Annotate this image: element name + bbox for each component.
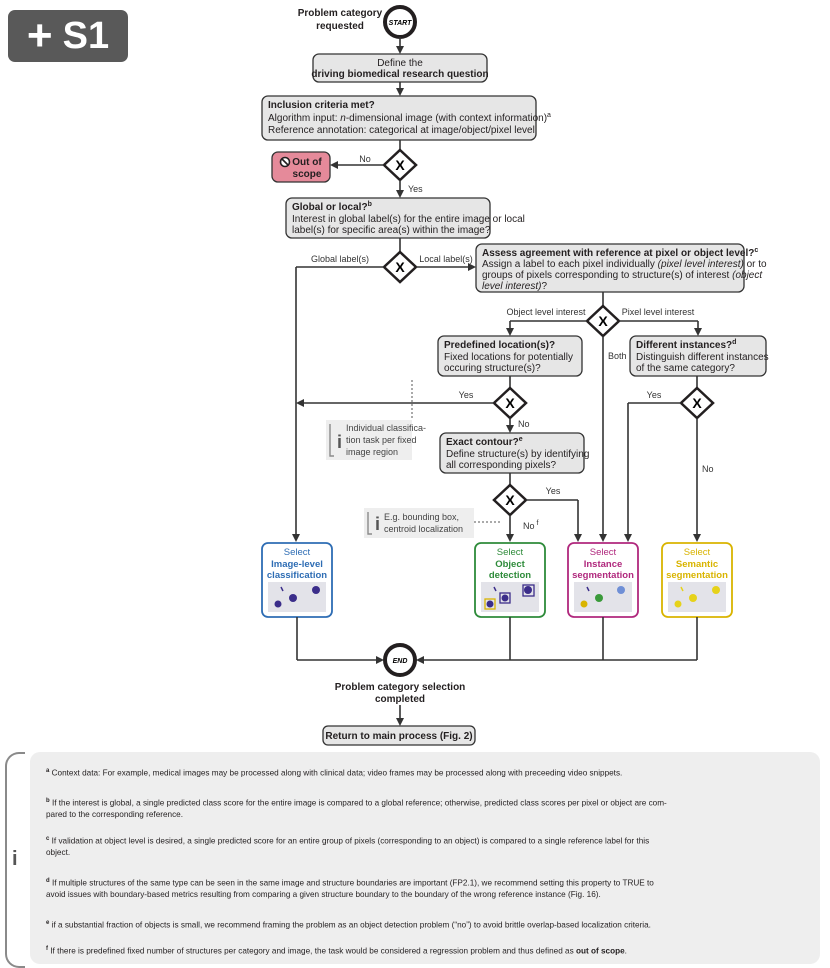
task4-name1: Semantic [676,559,718,570]
info-icon: i [337,432,342,452]
task3-name1: Instance [584,559,623,570]
predefined-line2: occuring structure(s)? [444,363,541,374]
footnote-b: b If the interest is global, a single pr… [46,798,667,819]
exact-contour-box [439,432,585,474]
edge-no-1: No [359,154,371,164]
x-icon: X [598,313,608,329]
edge-yes-predef: Yes [459,390,474,400]
footnote-c: c If validation at object level is desir… [46,836,650,857]
footnote-f: f If there is predefined fixed number of… [46,946,627,956]
requested-label-2: requested [316,21,364,32]
edge-no-predef: No [518,419,530,429]
task3-name2: segmentation [572,570,634,581]
global-or-local-box [285,197,491,239]
footnote-e: e if a substantial fraction of objects i… [46,920,651,930]
info-box-2 [364,508,474,538]
x-icon: X [395,157,405,173]
assess-line3: level interest)? [482,281,547,292]
task4-select: Select [684,547,711,558]
edge-yes-exact: Yes [546,486,561,496]
task2-name1: Object [495,559,525,570]
inclusion-criteria-box [261,95,537,141]
define-line2: driving biomedical research question [311,69,488,80]
different-line2: of the same category? [636,363,735,374]
edge-pixel-level: Pixel level interest [622,307,695,317]
x-icon: X [505,395,515,411]
x-icon: X [692,395,702,411]
end-node [383,643,417,677]
footnotes-panel [30,752,820,964]
out-of-scope-line2: scope [293,169,322,180]
info2-line1: E.g. bounding box, [384,512,459,522]
edge-yes-1: Yes [408,184,423,194]
exact-title: Exact contour?e [446,436,523,448]
plus-icon: + [26,11,53,60]
exact-line1: Define structure(s) by identifying [446,449,589,460]
task-image-level-classification: Select Image-level classification [261,542,333,618]
assess-line1: Assign a label to each pixel individuall… [482,259,767,270]
global-local-title: Global or local?b [292,201,372,213]
info-icon: i [375,514,380,534]
completed-line2: completed [375,694,425,705]
different-instances-box [629,335,767,377]
task1-name1: Image-level [271,559,323,570]
assess-title: Assess agreement with reference at pixel… [482,247,758,259]
info1-line3: image region [346,447,398,457]
inclusion-line1: Algorithm input: n-dimensional image (wi… [268,112,551,124]
different-line1: Distinguish different instances [636,352,769,363]
predefined-line1: Fixed locations for potentially [444,352,573,363]
edge-yes-diff: Yes [647,390,662,400]
edge-local-labels: Local label(s) [419,254,473,264]
footnote-d: d If multiple structures of the same typ… [46,878,654,899]
edge-no-diff: No [702,464,714,474]
global-local-line2: label(s) for specific area(s) within the… [292,225,491,236]
decision-diamond-2 [382,250,418,284]
task1-select: Select [284,547,311,558]
task2-select: Select [497,547,524,558]
exact-line2: all corresponding pixels? [446,460,557,471]
define-line1: Define the [377,58,423,69]
assess-agreement-box [475,243,745,293]
return-label: Return to main process (Fig. 2) [325,731,472,742]
task3-select: Select [590,547,617,558]
requested-label: Problem category [298,8,383,19]
assess-line2: groups of pixels corresponding to struct… [482,270,763,281]
edge-object-level: Object level interest [506,307,586,317]
edge-both: Both [608,351,627,361]
task-object-detection: Select Object detection [474,542,546,618]
out-of-scope-line1: Out of [292,157,322,168]
edge-global-labels: Global label(s) [311,254,369,264]
end-label: END [393,658,408,665]
inclusion-title: Inclusion criteria met? [268,100,375,111]
x-icon: X [505,492,515,508]
task2-name2: detection [489,570,531,581]
task4-name2: segmentation [666,570,728,581]
predefined-title: Predefined location(s)? [444,340,555,351]
task1-name2: classification [267,570,327,581]
completed-line1: Problem category selection [335,682,466,693]
x-icon: X [395,259,405,275]
different-title: Different instances?d [636,339,736,351]
supplement-badge: + S1 [8,10,128,62]
inclusion-line2: Reference annotation: categorical at ima… [268,125,535,136]
info1-line2: tion task per fixed [346,435,417,445]
task-instance-segmentation: Select Instance segmentation [567,542,639,618]
start-label: START [389,20,412,27]
info2-line2: centroid localization [384,524,463,534]
task-semantic-segmentation: Select Semantic segmentation [661,542,733,618]
return-main-process-box [322,725,476,746]
global-local-line1: Interest in global label(s) for the enti… [292,214,525,225]
footnotes-bracket [5,752,25,968]
badge-label: S1 [62,14,110,57]
footnote-a: a Context data: For example, medical ima… [46,768,623,778]
info-icon: i [12,848,18,870]
info1-line1: Individual classifica- [346,423,426,433]
info-box-1 [326,420,412,460]
